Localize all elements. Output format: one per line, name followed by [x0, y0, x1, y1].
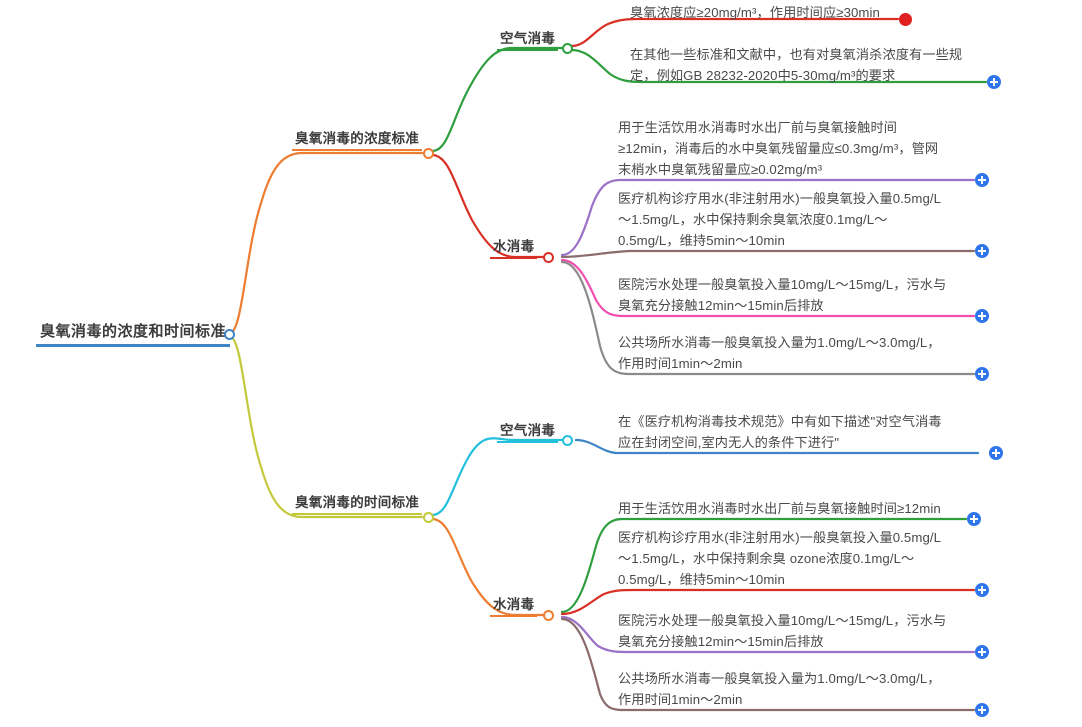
node-concentration-air[interactable]: 空气消毒 — [497, 30, 559, 51]
expand-button-time-water-4[interactable] — [975, 703, 989, 717]
leaf-time-water-3-line-2: 臭氧充分接触12min～15min后排放 — [618, 634, 824, 649]
leaf-conc-water-1-line-1: 用于生活饮用水消毒时水出厂前与臭氧接触时间 — [618, 120, 898, 135]
leaf-time-water-1-line-1: 用于生活饮用水消毒时水出厂前与臭氧接触时间≥12min — [618, 501, 941, 516]
edge-time-air — [430, 437, 568, 517]
node-concentration-water-handle[interactable] — [543, 252, 554, 263]
expand-button-time-water-2[interactable] — [975, 583, 989, 597]
expand-button-conc-water-3[interactable] — [975, 309, 989, 323]
node-concentration-air-handle[interactable] — [562, 43, 573, 54]
leaf-conc-air-1[interactable]: 臭氧浓度应≥20mg/m³，作用时间应≥30min — [630, 2, 920, 23]
expand-button-time-water-1[interactable] — [967, 512, 981, 526]
branch-time[interactable]: 臭氧消毒的时间标准 — [292, 494, 423, 515]
leaf-conc-water-4-line-1: 公共场所水消毒一般臭氧投入量为1.0mg/L～3.0mg/L， — [618, 335, 941, 350]
node-time-air[interactable]: 空气消毒 — [497, 422, 559, 443]
leaf-conc-water-3[interactable]: 医院污水处理一般臭氧投入量10mg/L～15mg/L，污水与 臭氧充分接触12m… — [618, 274, 970, 316]
expand-button-time-air-1[interactable] — [989, 446, 1003, 460]
expand-button-conc-air-2[interactable] — [987, 75, 1001, 89]
leaf-time-water-4-line-1: 公共场所水消毒一般臭氧投入量为1.0mg/L～3.0mg/L， — [618, 671, 941, 686]
edge-conc-water-2 — [560, 249, 976, 259]
root-node-label: 臭氧消毒的浓度和时间标准 — [40, 323, 227, 340]
leaf-time-water-3[interactable]: 医院污水处理一般臭氧投入量10mg/L～15mg/L，污水与 臭氧充分接触12m… — [618, 610, 970, 652]
leaf-conc-air-1-end-dot[interactable] — [899, 13, 912, 26]
node-concentration-water[interactable]: 水消毒 — [490, 238, 538, 259]
leaf-time-water-4[interactable]: 公共场所水消毒一般臭氧投入量为1.0mg/L～3.0mg/L， 作用时间1min… — [618, 668, 970, 710]
leaf-conc-air-2-line-2: 定，例如GB 28232-2020中5-30mg/m³的要求 — [630, 68, 896, 83]
leaf-conc-air-1-line-1: 臭氧浓度应≥20mg/m³，作用时间应≥30min — [630, 5, 880, 20]
expand-button-time-water-3[interactable] — [975, 645, 989, 659]
leaf-time-water-1[interactable]: 用于生活饮用水消毒时水出厂前与臭氧接触时间≥12min — [618, 498, 970, 519]
branch-time-label: 臭氧消毒的时间标准 — [295, 495, 420, 510]
branch-concentration-label: 臭氧消毒的浓度标准 — [295, 131, 420, 146]
leaf-time-water-2-line-3: 0.5mg/L，维持5min～10min — [618, 572, 785, 587]
leaf-conc-water-4-line-2: 作用时间1min～2min — [618, 356, 743, 371]
leaf-time-air-1-line-1: 在《医疗机构消毒技术规范》中有如下描述"对空气消毒 — [618, 414, 942, 429]
branch-time-handle[interactable] — [423, 512, 434, 523]
leaf-conc-water-2-line-2: ～1.5mg/L，水中保持剩余臭氧浓度0.1mg/L～ — [618, 212, 888, 227]
leaf-time-water-4-line-2: 作用时间1min～2min — [618, 692, 743, 707]
node-time-water[interactable]: 水消毒 — [490, 596, 538, 617]
leaf-time-water-2-line-1: 医疗机构诊疗用水(非注射用水)一般臭氧投入量0.5mg/L — [618, 530, 942, 545]
leaf-conc-air-2[interactable]: 在其他一些标准和文献中，也有对臭氧消杀浓度有一些规 定，例如GB 28232-2… — [630, 44, 980, 86]
leaf-conc-water-2-line-1: 医疗机构诊疗用水(非注射用水)一般臭氧投入量0.5mg/L — [618, 191, 942, 206]
node-time-water-handle[interactable] — [543, 610, 554, 621]
leaf-time-air-1-line-2: 应在封闭空间,室内无人的条件下进行" — [618, 435, 840, 450]
leaf-time-water-2[interactable]: 医疗机构诊疗用水(非注射用水)一般臭氧投入量0.5mg/L ～1.5mg/L，水… — [618, 527, 970, 590]
node-time-air-label: 空气消毒 — [500, 423, 556, 438]
node-time-water-label: 水消毒 — [493, 597, 535, 612]
expand-button-conc-water-1[interactable] — [975, 173, 989, 187]
node-concentration-air-label: 空气消毒 — [500, 31, 556, 46]
leaf-time-water-2-line-2: ～1.5mg/L，水中保持剩余臭 ozone浓度0.1mg/L～ — [618, 551, 915, 566]
edge-root-time — [227, 334, 424, 519]
leaf-conc-water-1[interactable]: 用于生活饮用水消毒时水出厂前与臭氧接触时间 ≥12min，消毒后的水中臭氧残留量… — [618, 117, 970, 180]
branch-concentration-handle[interactable] — [423, 148, 434, 159]
leaf-conc-water-4[interactable]: 公共场所水消毒一般臭氧投入量为1.0mg/L～3.0mg/L， 作用时间1min… — [618, 332, 970, 374]
leaf-conc-air-2-line-1: 在其他一些标准和文献中，也有对臭氧消杀浓度有一些规 — [630, 47, 963, 62]
leaf-conc-water-1-line-3: 末梢水中臭氧残留量应≥0.02mg/m³ — [618, 162, 823, 177]
edge-root-concentration — [227, 151, 424, 336]
root-node-handle[interactable] — [224, 329, 235, 340]
edge-concentration-air — [430, 46, 564, 153]
leaf-conc-water-1-line-2: ≥12min，消毒后的水中臭氧残留量应≤0.3mg/m³，管网 — [618, 141, 939, 156]
leaf-conc-water-3-line-1: 医院污水处理一般臭氧投入量10mg/L～15mg/L，污水与 — [618, 277, 947, 292]
leaf-conc-water-2[interactable]: 医疗机构诊疗用水(非注射用水)一般臭氧投入量0.5mg/L ～1.5mg/L，水… — [618, 188, 970, 251]
leaf-time-water-3-line-1: 医院污水处理一般臭氧投入量10mg/L～15mg/L，污水与 — [618, 613, 947, 628]
expand-button-conc-water-4[interactable] — [975, 367, 989, 381]
root-node[interactable]: 臭氧消毒的浓度和时间标准 — [36, 322, 231, 347]
node-concentration-water-label: 水消毒 — [493, 239, 535, 254]
leaf-conc-water-3-line-2: 臭氧充分接触12min～15min后排放 — [618, 298, 824, 313]
leaf-conc-water-2-line-3: 0.5mg/L，维持5min～10min — [618, 233, 785, 248]
edge-conc-air-1 — [570, 17, 900, 48]
node-time-air-handle[interactable] — [562, 435, 573, 446]
expand-button-conc-water-2[interactable] — [975, 244, 989, 258]
leaf-time-air-1[interactable]: 在《医疗机构消毒技术规范》中有如下描述"对空气消毒 应在封闭空间,室内无人的条件… — [618, 411, 974, 453]
branch-concentration[interactable]: 臭氧消毒的浓度标准 — [292, 130, 423, 151]
